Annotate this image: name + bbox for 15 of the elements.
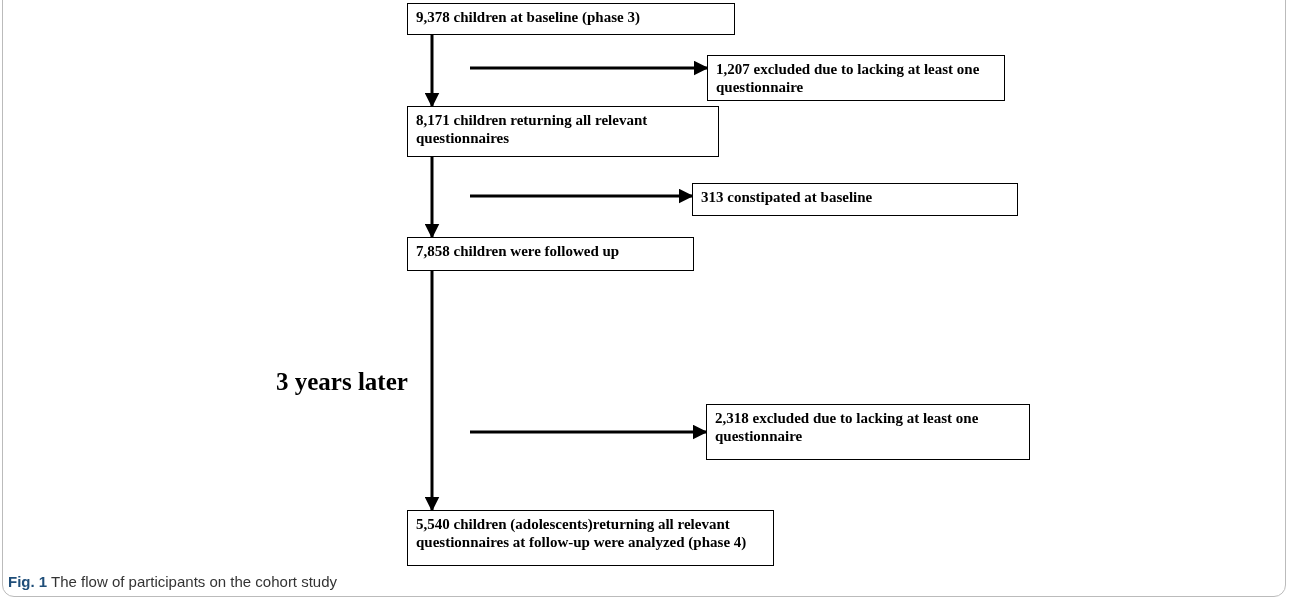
process-box: 5,540 children (adolescents)returning all relevant questionnaires at follow-up were analyzed (phase 4) (407, 510, 774, 566)
process-box: 313 constipated at baseline (692, 183, 1018, 216)
arrow (424, 271, 440, 512)
figure-caption: Fig. 1 The flow of participants on the cohort study (8, 573, 338, 590)
process-box: 9,378 children at baseline (phase 3) (407, 3, 735, 35)
process-box: 7,858 children were followed up (407, 237, 694, 271)
process-box: 1,207 excluded due to lacking at least one questionnaire (707, 55, 1005, 101)
arrow (470, 188, 694, 204)
arrow (470, 60, 709, 76)
time-label: 3 years later (276, 368, 408, 396)
arrow (424, 35, 440, 108)
process-box: 8,171 children returning all relevant questionnaires (407, 106, 719, 157)
arrow (470, 424, 708, 440)
arrow (424, 157, 440, 239)
process-box: 2,318 excluded due to lacking at least one questionnaire (706, 404, 1030, 460)
